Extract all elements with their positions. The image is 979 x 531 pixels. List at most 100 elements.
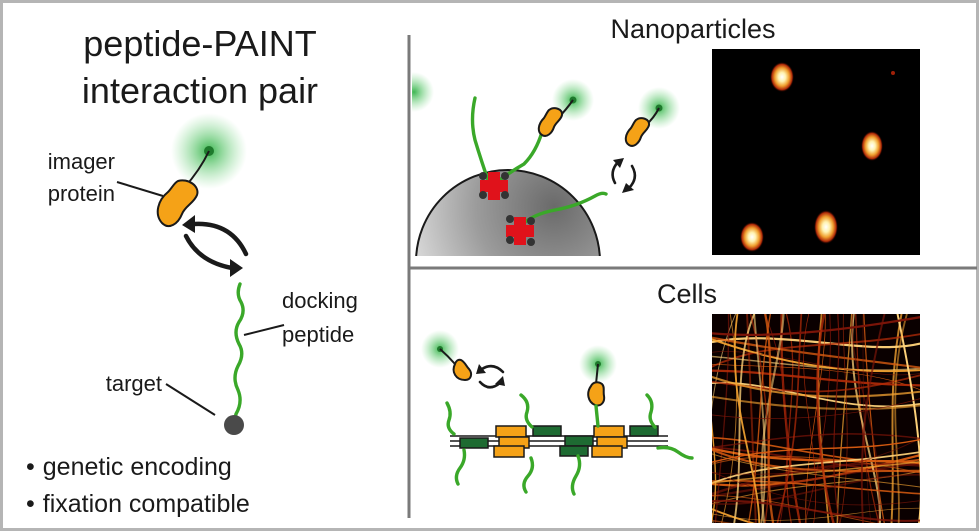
target-label: target [106,371,162,396]
cell-filament-texture [712,338,920,373]
bullet-item: •fixation compatible [26,490,250,518]
imager-tether [595,363,599,385]
cell-filament-texture [753,314,766,523]
imager-tether [439,348,456,365]
peptide-strand [570,454,582,496]
nanoparticles-title: Nanoparticles [610,14,775,44]
cell-filament-texture [712,473,920,506]
cell-filament-texture [860,314,886,523]
cell-filament-texture [721,314,738,523]
cells-panel: Cells [421,279,920,523]
binding-arrow [627,164,637,190]
binding-arrow-head [613,158,624,168]
particle-spot [740,222,764,252]
cell-filament-texture [712,448,920,473]
panel-title-line2: interaction pair [82,70,318,111]
docking-label-line2: peptide [282,322,354,347]
imager-protein-shape [537,107,564,137]
peptide-strand [445,401,456,436]
cell-filament-texture [712,447,920,465]
peptide-strand [470,96,492,188]
anchor-marker [506,215,535,246]
nanoparticles-image [712,49,920,255]
cell-filament-texture [836,314,853,523]
cell-filament-texture [712,398,920,419]
cell-filament-texture [747,314,772,523]
cell-filament-texture [712,451,920,485]
imager-protein-shape [452,358,473,382]
cell-filament-texture [776,314,803,523]
cell-filament-texture [839,314,848,523]
cell-filament-texture [804,314,831,523]
fluorophore-glow [412,72,434,112]
nanoparticle-sphere [415,169,601,256]
filament-block [629,425,659,437]
cell-filament-texture [712,314,737,523]
binding-arrow-lower-head [230,259,243,277]
panel-title-line1: peptide-PAINT [83,23,316,64]
imager-protein-shape [624,117,651,147]
filament-block [459,437,489,449]
particle-spot [770,62,794,92]
peptide-strand [454,448,467,486]
filament-block [591,445,623,458]
peptide-strand [594,404,600,428]
peptide-strand [656,445,694,460]
cell-filament-texture [712,337,920,349]
binding-arrow [480,364,505,374]
cell-filament-texture [733,314,761,523]
cell-filament-texture [894,314,908,523]
particle-spot [814,210,838,244]
peptide-strand [518,191,608,228]
imager-leader-line [116,181,164,197]
particle-spot [891,71,895,75]
cell-filament-texture [712,436,920,463]
interaction-pair-panel: peptide-PAINT interaction pair imager pr… [26,23,358,518]
filament-block [593,425,625,438]
binding-arrow-head [476,364,486,374]
imager-label-line2: protein [48,181,115,206]
target-dot [224,415,244,435]
imager-protein-shape [156,179,199,227]
imager-protein-shape [587,381,606,407]
imager-label-line1: imager [48,149,115,174]
cell-filament-texture [712,333,920,368]
anchor-marker [479,172,509,200]
cell-filament-texture [712,437,920,475]
docking-peptide-strand [232,282,245,426]
cell-filament-texture [803,314,817,523]
filament-block [493,445,525,458]
cell-filament-texture [712,316,920,336]
cell-filament-texture [863,314,885,523]
filament-block [532,425,562,437]
cell-filament-texture [712,420,717,523]
peptide-strand [645,393,657,429]
filament-block [559,445,589,457]
cell-filament-texture [712,456,920,474]
binding-arrow-lower [183,233,235,271]
docking-label-line1: docking [282,288,358,313]
binding-arrow-upper-head [182,215,195,233]
filament-block [564,435,594,447]
cells-image [712,314,920,523]
binding-arrow [611,160,620,185]
cell-filament-texture [764,314,788,523]
peptide-strand [519,393,534,429]
cell-filament-texture [712,499,920,522]
bullet-item: •genetic encoding [26,453,232,481]
nanoparticles-panel: Nanoparticles [412,14,920,256]
cells-title: Cells [657,279,717,309]
peptide-strand [522,456,535,494]
cell-filament-texture [712,460,920,484]
cell-filament-texture [890,314,903,523]
docking-leader-line [243,324,285,336]
cell-filament-texture [816,314,835,523]
filament-block [495,425,527,438]
cell-filament-texture [833,314,841,523]
cell-filament-texture [712,507,920,521]
cell-filament-texture [712,508,756,523]
cell-filament-texture [712,355,920,371]
target-leader-line [165,383,216,416]
